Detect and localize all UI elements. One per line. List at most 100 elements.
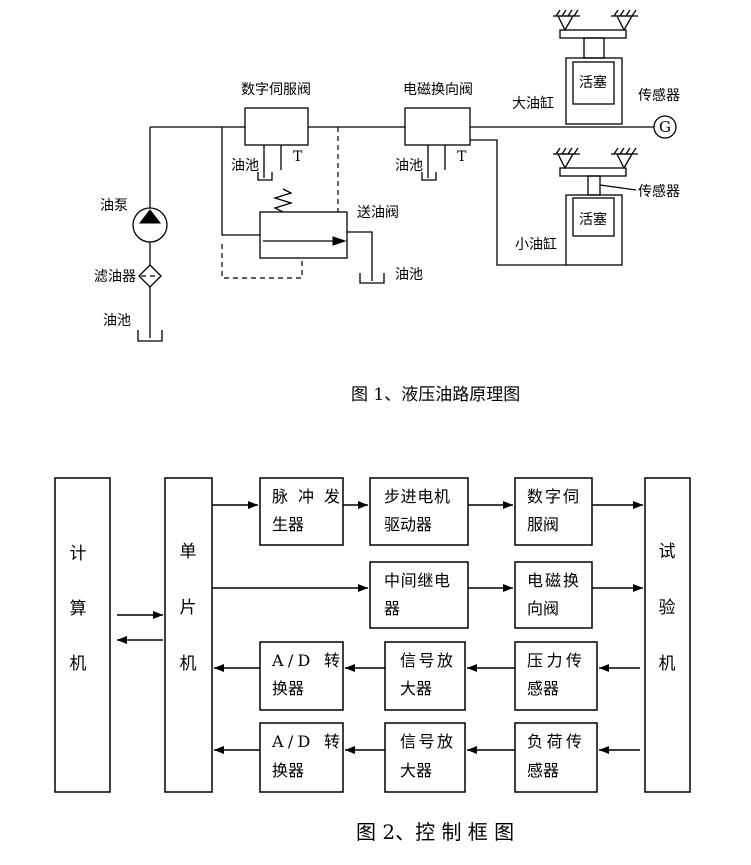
small-cylinder-sensor-label: 传感器: [638, 183, 680, 200]
pump-tank-symbol: [137, 330, 163, 342]
servo-valve-block-line: 数字伺: [527, 487, 579, 506]
ceiling-hatch-left: [553, 9, 580, 17]
pump-triangle-icon: [138, 209, 162, 224]
servo-valve-box: [244, 107, 309, 146]
pulse-generator-line: 生器: [272, 515, 304, 534]
figure2-caption: 图 2、控 制 框 图: [356, 820, 514, 844]
small-cylinder-piston-label: 活塞: [579, 211, 607, 228]
support-triangle-left: [556, 15, 575, 32]
relief-valve-pilot-dashed-bottom: [221, 244, 303, 279]
test-machine-box: [644, 477, 691, 793]
pressure-sensor-line: 压力传: [527, 651, 582, 670]
ad-converter-line: A/D 转: [271, 732, 340, 751]
small-cylinder-rod: [587, 175, 601, 196]
ceiling-hatch-right: [611, 147, 638, 155]
line-directional-to-small-cylinder: [470, 139, 566, 266]
signal-amplifier-box: [384, 722, 466, 793]
relief-valve-tank-label: 油池: [395, 267, 423, 283]
test-machine-char: 机: [659, 654, 676, 674]
computer-char: 算: [70, 599, 87, 619]
small-cylinder-piston: [572, 197, 615, 237]
large-cylinder-piston: [572, 61, 615, 105]
computer-char: 计: [70, 544, 87, 564]
small-cylinder-sensor-leader: [599, 184, 637, 191]
relay-line: 器: [384, 599, 400, 618]
small-cylinder-top-plate: [559, 167, 627, 177]
large-cylinder: 活塞 大油缸 传感器 G: [512, 9, 680, 139]
directional-valve-block-box: [514, 561, 593, 629]
relief-valve-arrow-icon: [332, 236, 347, 246]
pump-tank-label: 油池: [103, 313, 131, 329]
signal-amplifier-line: 信号放: [400, 732, 453, 751]
load-sensor-line: 感器: [527, 761, 559, 780]
signal-amplifier-line: 大器: [400, 761, 432, 780]
signal-amplifier-line: 信号放: [400, 651, 453, 670]
mcu-char: 片: [180, 598, 197, 618]
servo-valve-port-label: T: [293, 149, 303, 165]
ceiling-hatch-left: [553, 147, 580, 155]
pulse-generator-box: [259, 477, 344, 546]
small-cylinder: 传感器 活塞 小油缸: [515, 147, 680, 266]
relief-valve-tank-symbol: [359, 273, 385, 284]
support-triangle-right: [615, 15, 634, 32]
large-cylinder-label: 大油缸: [512, 95, 554, 112]
support-triangle-right: [615, 153, 634, 170]
pump-label: 油泵: [100, 198, 128, 214]
relay-line: 中间继电: [384, 571, 450, 590]
servo-valve-label: 数字伺服阀: [241, 82, 311, 98]
ad-converter-box: [259, 722, 344, 793]
directional-valve-box: [404, 107, 471, 146]
relief-valve-box: [259, 211, 348, 259]
large-cylinder-sensor-label: 传感器: [638, 87, 680, 104]
servo-valve-tank-symbol: [257, 172, 273, 181]
pressure-sensor-line: 感器: [527, 679, 559, 698]
directional-valve-block-line: 电磁换: [527, 571, 579, 590]
filter-label: 滤油器: [94, 269, 136, 285]
computer-box: [54, 477, 111, 793]
small-cylinder-body: [565, 194, 623, 266]
stepper-driver-box: [369, 477, 469, 546]
pressure-gauge-symbol: [653, 115, 677, 139]
pulse-generator-line: 脉冲发: [272, 487, 340, 506]
ad-converter-line: 换器: [272, 679, 304, 698]
relief-valve-inlet-pipe: [221, 127, 260, 236]
support-triangle-left: [556, 153, 575, 170]
load-sensor-box: [514, 722, 598, 793]
computer-char: 机: [70, 654, 87, 674]
servo-valve-tank-label: 油池: [231, 158, 259, 174]
mcu-char: 单: [180, 542, 197, 562]
stepper-driver-line: 驱动器: [384, 515, 432, 534]
relay-box: [369, 561, 469, 629]
signal-amplifier-box: [384, 641, 466, 711]
directional-valve-tank-symbol: [421, 172, 437, 181]
directional-valve-label: 电磁换向阀: [403, 81, 473, 98]
large-cylinder-piston-label: 活塞: [579, 74, 607, 91]
pressure-gauge-letter: G: [659, 118, 671, 136]
ad-converter-line: 换器: [272, 761, 304, 780]
figure1-caption: 图 1、液压油路原理图: [351, 385, 520, 405]
ad-converter-line: A/D 转: [271, 651, 340, 670]
large-cylinder-top-plate: [559, 29, 627, 39]
pressure-sensor-box: [514, 641, 598, 711]
test-machine-char: 试: [659, 542, 676, 562]
large-cylinder-body: [565, 57, 623, 125]
relief-valve-outlet-pipe: [347, 231, 373, 281]
servo-valve-block-line: 服阀: [527, 515, 559, 534]
ceiling-hatch-right: [611, 9, 638, 17]
servo-valve-block-box: [514, 477, 593, 546]
mcu-box: [164, 477, 213, 793]
large-cylinder-rod: [583, 37, 605, 59]
directional-valve-block-line: 向阀: [527, 599, 559, 618]
control-block-figure: 计 算 机 单 片 机 试 验 机 脉冲发 生器 步进电机 驱动器 数字伺 服阀…: [54, 477, 691, 844]
relief-valve-label: 送油阀: [357, 205, 399, 221]
relief-valve-spring-icon: [272, 188, 294, 213]
load-sensor-line: 负荷传: [527, 732, 582, 751]
mcu-char: 机: [180, 654, 197, 674]
small-cylinder-label: 小油缸: [515, 236, 557, 253]
directional-valve-port-label: T: [457, 149, 467, 165]
signal-amplifier-line: 大器: [400, 679, 432, 698]
hydraulic-circuit-figure: 数字伺服阀 油池 T 电磁换向阀 油池 T 油泵 滤油器 油池: [94, 9, 680, 405]
test-machine-char: 验: [659, 598, 676, 618]
directional-valve-tank-label: 油池: [395, 158, 423, 174]
